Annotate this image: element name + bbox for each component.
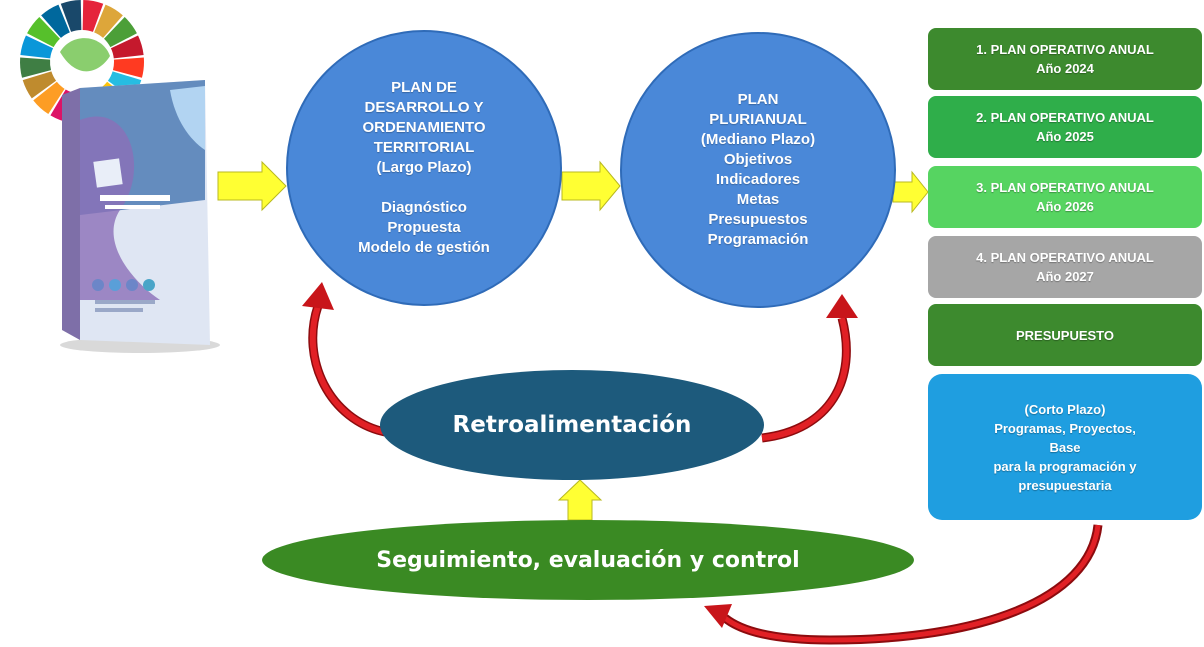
plan-plurianual-text-line: PLAN xyxy=(737,91,779,108)
plan-desarrollo-text-line xyxy=(288,178,560,198)
short-term-text-line: para la programación y xyxy=(993,458,1137,474)
plan-operativo-year: Año 2026 xyxy=(1036,199,1094,214)
plan-desarrollo-text-line: PLAN DE xyxy=(391,79,457,96)
seguimiento-ellipse: Seguimiento, evaluación y control xyxy=(262,520,914,600)
arrow-right-icon xyxy=(892,170,929,214)
plan-operativo-title: 4. PLAN OPERATIVO ANUAL xyxy=(976,250,1154,265)
short-term-text-line: (Corto Plazo) xyxy=(1024,401,1106,417)
plan-desarrollo-text-line: ORDENAMIENTO xyxy=(362,119,486,136)
plan-plurianual-text-line: Presupuestos xyxy=(708,211,808,228)
plan-operativo-box: 4. PLAN OPERATIVO ANUAL Año 2027 xyxy=(928,236,1202,298)
plan-desarrollo-text-line: Diagnóstico xyxy=(381,199,467,216)
plan-desarrollo-text-line: Propuesta xyxy=(387,219,461,236)
feedback-arrow-right-icon xyxy=(761,316,851,443)
document-cover-icon xyxy=(0,0,230,360)
sdg-segment xyxy=(94,4,123,38)
sdg-segment xyxy=(27,17,60,48)
plan-desarrollo-circle: PLAN DE DESARROLLO Y ORDENAMIENTO TERRITORI… xyxy=(286,30,562,306)
sdg-segment xyxy=(20,57,52,78)
plan-operativo-box: 2. PLAN OPERATIVO ANUAL Año 2025 xyxy=(928,96,1202,158)
plan-operativo-year: Año 2024 xyxy=(1036,61,1094,76)
plan-plurianual-text-line: Objetivos xyxy=(723,151,793,168)
plan-desarrollo-text-line: DESARROLLO Y xyxy=(364,99,484,116)
plan-operativo-box: 3. PLAN OPERATIVO ANUAL Año 2026 xyxy=(928,166,1202,228)
sdg-segment xyxy=(22,71,57,99)
sdg-segment xyxy=(82,0,104,32)
plan-desarrollo-text-line: Modelo de gestión xyxy=(358,239,490,256)
sdg-segment xyxy=(33,81,65,115)
arrow-right-icon xyxy=(561,160,621,212)
presupuesto-box: PRESUPUESTO xyxy=(928,304,1202,366)
short-term-text-line: Programas, Proyectos, xyxy=(994,420,1136,436)
sdg-segment xyxy=(110,35,144,59)
plan-plurianual-text-line: Metas xyxy=(736,191,780,208)
presupuesto-label: PRESUPUESTO xyxy=(1015,327,1114,343)
sdg-segment xyxy=(112,57,144,78)
plan-desarrollo-text-line: (Largo Plazo) xyxy=(376,159,472,176)
sdg-segment xyxy=(60,0,82,32)
short-term-text-line: presupuestaria xyxy=(1018,477,1112,493)
sdg-segment xyxy=(41,4,70,38)
arrow-right-icon xyxy=(217,160,287,212)
plan-operativo-box: 1. PLAN OPERATIVO ANUAL Año 2024 xyxy=(928,28,1202,90)
retroalimentacion-ellipse: Retroalimentación xyxy=(380,370,764,480)
arrow-up-icon xyxy=(557,479,603,521)
sdg-segment xyxy=(104,17,137,48)
plan-plurianual-text-line: PLURIANUAL xyxy=(709,111,807,128)
plan-operativo-year: Año 2025 xyxy=(1036,129,1094,144)
plan-plurianual-text-line: (Mediano Plazo) xyxy=(700,131,816,148)
plan-operativo-title: 1. PLAN OPERATIVO ANUAL xyxy=(976,42,1154,57)
plan-plurianual-text-line: Indicadores xyxy=(715,171,801,188)
short-term-text-line: Base xyxy=(1049,439,1081,455)
right-column: 1. PLAN OPERATIVO ANUAL Año 2024 2. PLAN O… xyxy=(928,28,1204,524)
sdg-segment xyxy=(20,35,54,59)
plan-operativo-title: 3. PLAN OPERATIVO ANUAL xyxy=(976,180,1154,195)
plan-operativo-title: 2. PLAN OPERATIVO ANUAL xyxy=(976,110,1154,125)
seguimiento-label: Seguimiento, evaluación y control xyxy=(376,547,800,573)
plan-plurianual-text-line: Programación xyxy=(707,231,809,248)
short-term-box: (Corto Plazo) Programas, Proyectos, Base pa… xyxy=(928,374,1202,520)
retroalimentacion-label: Retroalimentación xyxy=(452,412,692,438)
plan-operativo-year: Año 2027 xyxy=(1036,269,1094,284)
plan-desarrollo-text-line: TERRITORIAL xyxy=(373,139,475,156)
